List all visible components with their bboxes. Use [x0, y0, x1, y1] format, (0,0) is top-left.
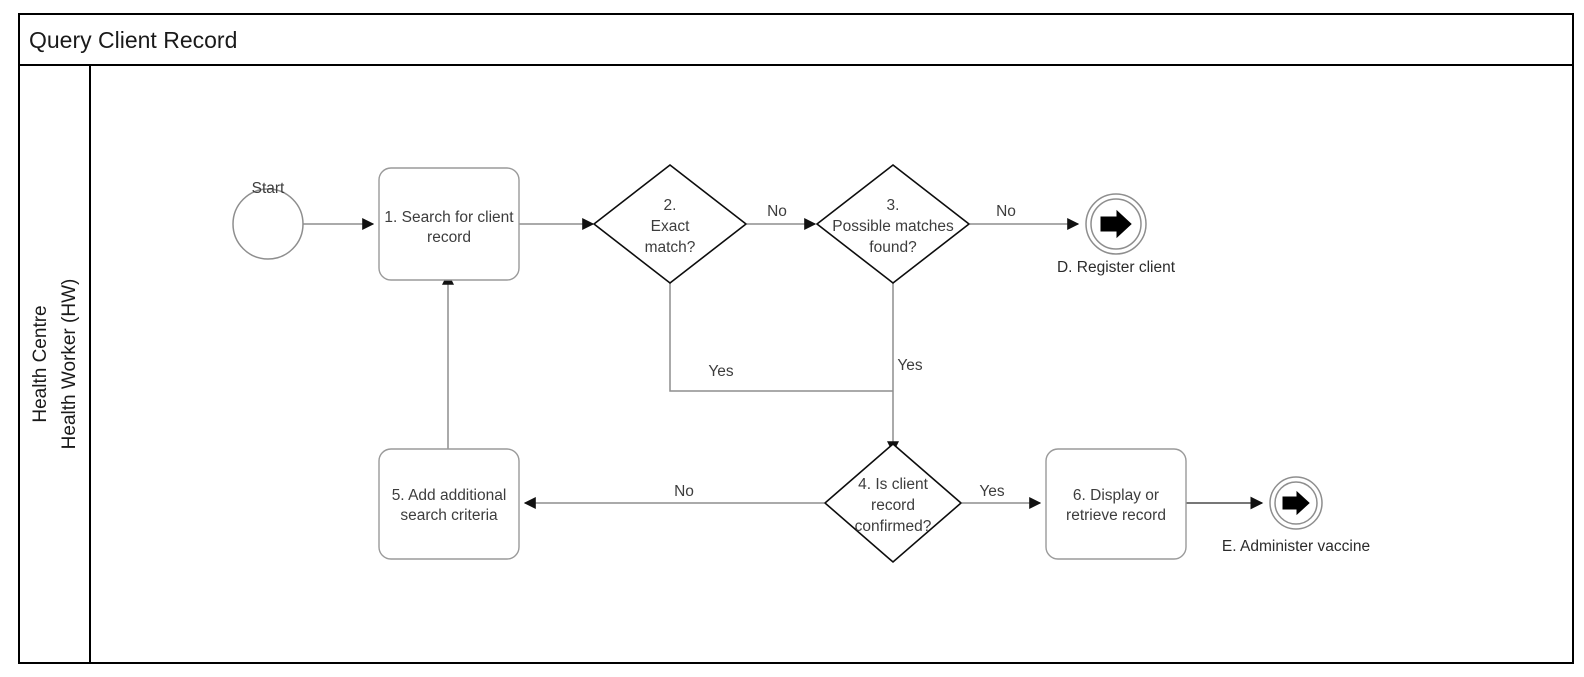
gateway-2-label-line-1: 2. — [664, 197, 677, 214]
lane-label-group: Health Centre Health Worker (HW) — [30, 279, 80, 450]
gateway-3-label-line-1: 3. — [887, 197, 900, 214]
task-5-label-line-2: search criteria — [400, 507, 498, 524]
link-throw-event-arrow-icon — [1100, 209, 1132, 239]
flow-label-gateway2-yes: Yes — [708, 363, 734, 380]
lane-label-line-2: Health Worker (HW) — [59, 279, 80, 450]
gateway-2-exact-match[interactable]: 2. Exact match? — [592, 163, 748, 285]
flow-label-gateway4-yes: Yes — [979, 483, 1005, 500]
flow-label-gateway3-no: No — [996, 203, 1016, 220]
task-6-label-line-1: 6. Display or — [1073, 487, 1159, 504]
gateway-3-diamond — [815, 163, 971, 285]
gateway-3-label-line-2: Possible matches — [832, 218, 954, 235]
task-5-label-line-1: 5. Add additional — [392, 487, 507, 504]
gateway-2-label-line-2: Exact — [651, 218, 690, 235]
page-title: Query Client Record — [29, 27, 237, 53]
gateway-2-diamond — [592, 163, 748, 285]
task-6-display-or-retrieve-record[interactable]: 6. Display or retrieve record — [1045, 448, 1187, 560]
gateway-4-label-line-3: confirmed? — [855, 518, 932, 535]
gateway-4-is-client-record-confirmed[interactable]: 4. Is client record confirmed? — [823, 442, 963, 564]
gateway-3-label-line-3: found? — [869, 239, 917, 256]
event-d-label: D. Register client — [1057, 259, 1176, 276]
task-1-label-line-1: 1. Search for client — [384, 209, 514, 226]
event-e-administer-vaccine[interactable]: E. Administer vaccine — [1222, 476, 1370, 555]
lane-label-line-1: Health Centre — [30, 305, 51, 422]
flow-label-gateway4-no: No — [674, 483, 694, 500]
task-5-add-additional-search-criteria[interactable]: 5. Add additional search criteria — [378, 448, 520, 560]
task-1-label-line-2: record — [427, 229, 471, 246]
task-6-box — [1045, 448, 1187, 560]
link-throw-event-arrow-icon — [1282, 490, 1310, 516]
flow-label-gateway2-no: No — [767, 203, 787, 220]
gateway-2-label-line-3: match? — [645, 239, 696, 256]
pool-body-box — [18, 64, 1574, 664]
start-event-label: Start — [252, 180, 285, 197]
start-event[interactable]: Start — [232, 180, 304, 260]
gateway-4-label-line-1: 4. Is client — [858, 476, 928, 493]
pool-header-box — [18, 13, 1574, 66]
task-6-label-line-2: retrieve record — [1066, 507, 1166, 524]
start-event-circle — [232, 188, 304, 260]
flow-label-gateway3-yes: Yes — [897, 357, 923, 374]
task-1-box — [378, 167, 520, 281]
gateway-4-label-line-2: record — [871, 497, 915, 514]
task-5-box — [378, 448, 520, 560]
task-1-search-for-client-record[interactable]: 1. Search for client record — [378, 167, 520, 281]
gateway-4-diamond — [823, 442, 963, 564]
event-e-label: E. Administer vaccine — [1222, 538, 1370, 555]
gateway-3-possible-matches-found[interactable]: 3. Possible matches found? — [815, 163, 971, 285]
flow-gateway2-yes-merge — [669, 283, 893, 392]
event-d-register-client[interactable]: D. Register client — [1057, 193, 1176, 276]
